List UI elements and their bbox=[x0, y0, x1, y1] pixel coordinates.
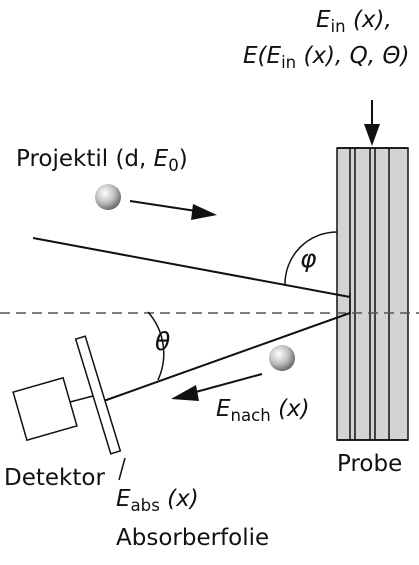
top-label-line2: E(Ein (x), Q, Θ) bbox=[243, 43, 410, 72]
eabs-leader-line bbox=[118, 457, 126, 481]
theta-angle-arc bbox=[147, 311, 165, 381]
probe-body bbox=[336, 147, 409, 441]
phi-angle-arc bbox=[284, 231, 338, 286]
eabs-label: Eabs (x) bbox=[116, 486, 199, 515]
scattered-particle-ball bbox=[269, 345, 295, 371]
detector-connector bbox=[69, 395, 94, 403]
enach-label: Enach (x) bbox=[216, 396, 310, 425]
detector-box bbox=[12, 376, 78, 442]
projectile-ball bbox=[95, 184, 121, 210]
theta-label: θ bbox=[155, 327, 171, 356]
scattered-arrow bbox=[171, 373, 263, 401]
scattered-beam-line bbox=[97, 312, 351, 404]
probe-label: Probe bbox=[337, 451, 403, 477]
probe-sample bbox=[336, 147, 409, 441]
phi-label: φ bbox=[300, 244, 317, 273]
incident-beam-line bbox=[32, 237, 351, 298]
absorber-foil bbox=[74, 335, 122, 455]
top-label-line1: Ein (x), bbox=[316, 7, 392, 36]
projectile-label: Projektil (d, E0) bbox=[16, 146, 188, 175]
detector-label: Detektor bbox=[4, 465, 105, 491]
projectile-arrow bbox=[129, 200, 217, 220]
depth-arrow bbox=[364, 100, 380, 146]
absorber-label: Absorberfolie bbox=[116, 525, 270, 551]
